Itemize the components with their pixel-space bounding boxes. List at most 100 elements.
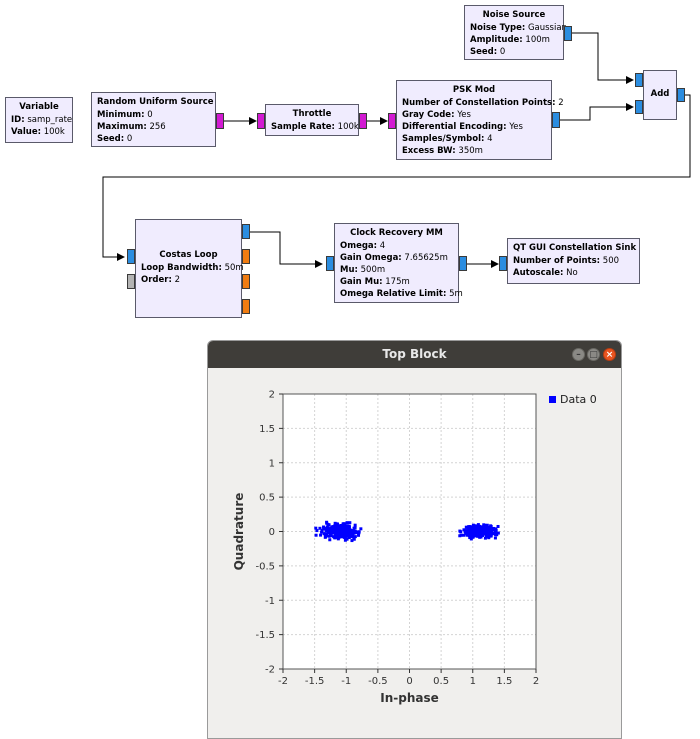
data-point (490, 529, 494, 533)
data-point (462, 533, 466, 537)
data-point (474, 529, 478, 533)
data-point (479, 525, 483, 529)
data-point (352, 537, 356, 541)
x-tick-label: -1 (341, 676, 351, 687)
data-point (336, 529, 340, 533)
block-title: Random Uniform Source (97, 97, 214, 107)
data-point (322, 525, 326, 529)
block-title: QT GUI Constellation Sink (513, 243, 637, 253)
port-throttle-in[interactable] (257, 113, 265, 129)
port-costas-out1[interactable] (242, 249, 250, 264)
data-point (345, 528, 349, 532)
data-point (473, 532, 477, 536)
port-add-in0[interactable] (635, 73, 643, 87)
minimize-icon[interactable]: – (572, 348, 585, 361)
data-point (327, 529, 331, 533)
data-point (314, 526, 318, 530)
data-point (484, 534, 488, 538)
data-point (462, 528, 466, 532)
data-point (353, 523, 357, 527)
block-psk-mod[interactable]: PSK Mod Number of Constellation Points: … (396, 80, 564, 160)
data-point (320, 530, 324, 534)
data-point (335, 535, 339, 539)
data-point (347, 536, 351, 540)
block-clock-recovery-mm[interactable]: Clock Recovery MM Omega: 4 Gain Omega: 7… (334, 223, 463, 303)
flowgraph-wires (102, 32, 691, 268)
data-point (333, 521, 337, 525)
data-point (493, 536, 497, 540)
chart-legend: Data 0 (549, 393, 597, 406)
block-costas-loop[interactable]: Costas Loop Loop Bandwidth: 50m Order: 2 (135, 219, 244, 318)
data-point (325, 520, 329, 524)
y-tick-label: 2 (269, 390, 275, 401)
x-tick-label: 0.5 (433, 676, 449, 687)
port-costas-out0[interactable] (242, 224, 250, 239)
data-point (471, 535, 475, 539)
data-point (325, 534, 329, 538)
data-point (324, 529, 328, 533)
x-tick-label: -2 (278, 676, 288, 687)
data-point (345, 527, 349, 531)
close-icon[interactable]: × (603, 348, 616, 361)
port-random-out[interactable] (216, 113, 224, 129)
data-point (332, 535, 336, 539)
data-point (476, 523, 480, 527)
port-throttle-out[interactable] (359, 113, 367, 129)
port-clock-out[interactable] (459, 256, 467, 271)
x-tick-label: 1 (470, 676, 476, 687)
port-costas-out3[interactable] (242, 299, 250, 314)
data-point (343, 525, 347, 529)
data-point (337, 526, 341, 530)
data-point (488, 526, 492, 530)
data-point (480, 529, 484, 533)
wire-psk-add (560, 103, 634, 121)
block-qt-gui-constellation-sink[interactable]: QT GUI Constellation Sink Number of Poin… (507, 238, 640, 284)
data-point (345, 525, 349, 529)
data-point (333, 526, 337, 530)
data-point (319, 533, 323, 537)
maximize-icon[interactable]: □ (587, 348, 600, 361)
data-point (335, 522, 339, 526)
data-point (465, 525, 469, 529)
legend-label: Data 0 (560, 393, 597, 406)
port-costas-out2[interactable] (242, 274, 250, 289)
data-point (344, 528, 348, 532)
port-add-out[interactable] (677, 88, 685, 102)
block-random-uniform-source[interactable]: Random Uniform Source Minimum: 0 Maximum… (91, 92, 216, 147)
data-point (350, 539, 354, 543)
block-noise-source[interactable]: Noise Source Noise Type: Gaussian Amplit… (464, 5, 567, 60)
block-add[interactable]: Add (643, 70, 677, 120)
data-point (332, 525, 336, 529)
data-point (328, 527, 332, 531)
block-title: Throttle (292, 109, 332, 119)
data-point (325, 527, 329, 531)
data-point (335, 527, 339, 531)
port-psk-out[interactable] (552, 112, 560, 128)
port-psk-in[interactable] (388, 113, 396, 129)
port-costas-in[interactable] (127, 249, 135, 264)
block-variable[interactable]: Variable ID: samp_rate Value: 100k (5, 97, 73, 143)
data-point (338, 535, 342, 539)
data-point (343, 538, 347, 542)
y-tick-label: 1.5 (259, 424, 275, 435)
data-point (335, 529, 339, 533)
data-point (345, 521, 349, 525)
y-axis-label: Quadrature (232, 493, 246, 571)
window-titlebar[interactable]: Top Block – □ × (208, 341, 621, 368)
port-sink-in[interactable] (499, 256, 507, 271)
port-add-in1[interactable] (635, 100, 643, 114)
param-row: Value: 100k (11, 127, 65, 137)
data-point (494, 528, 498, 532)
port-noise-out[interactable] (564, 26, 572, 41)
data-point (472, 527, 476, 531)
data-point (471, 523, 475, 527)
data-point (320, 528, 324, 532)
data-point (474, 534, 478, 538)
port-clock-in[interactable] (326, 256, 334, 271)
block-throttle[interactable]: Throttle Sample Rate: 100k (265, 104, 359, 136)
data-point (327, 523, 331, 527)
port-costas-msg[interactable] (127, 274, 135, 289)
x-tick-label: 1.5 (496, 676, 512, 687)
data-point (339, 529, 343, 533)
data-point (353, 535, 357, 539)
